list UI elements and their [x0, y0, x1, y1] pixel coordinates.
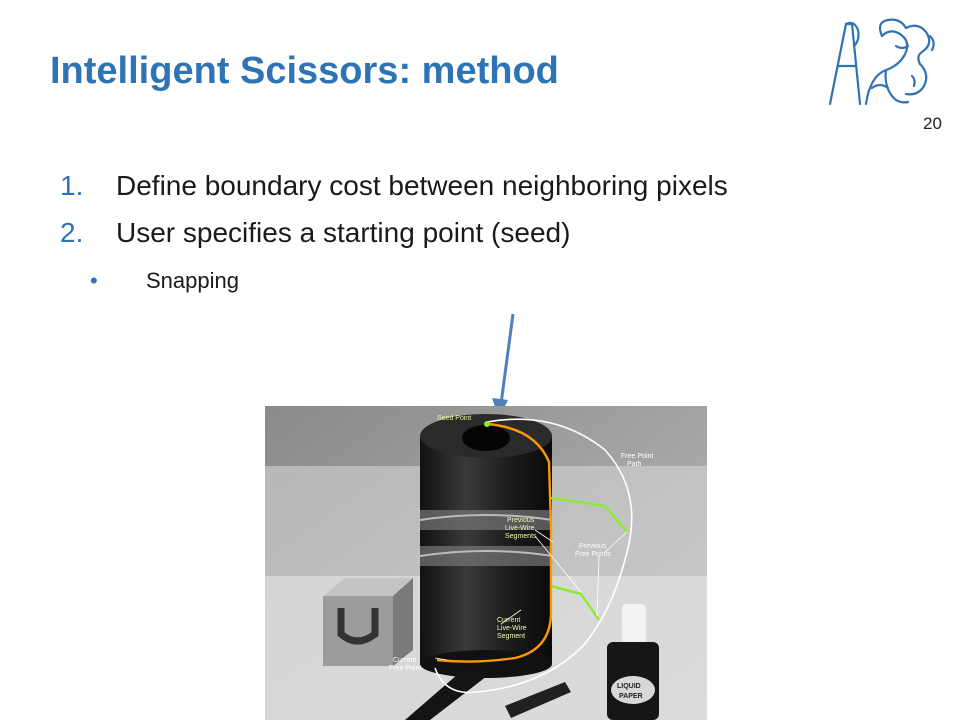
letter-block: [323, 578, 413, 666]
seed-point-label: Seed Point: [437, 415, 471, 422]
current-segment-label-3: Segment: [497, 633, 525, 640]
university-lion-logo: [828, 18, 935, 106]
previous-live-wire-segments: [550, 496, 628, 621]
page-number: 20: [923, 114, 942, 133]
liquid-paper-bottle: LIQUID PAPER: [607, 604, 659, 720]
live-wire-boundary: [436, 422, 553, 663]
current-free-point-label-2: Free Point: [389, 665, 421, 672]
sub-bullet-text: Snapping: [146, 268, 239, 293]
current-segment-label-2: Live-Wire: [497, 625, 527, 632]
list-item: 1. Define boundary cost between neighbori…: [50, 162, 728, 209]
bottle-label-line-1: LIQUID: [617, 683, 641, 690]
free-point-path-label-2: Path: [627, 461, 642, 468]
slide-title: Intelligent Scissors: method: [50, 50, 559, 92]
sub-bullet-item: • Snapping: [90, 268, 239, 294]
previous-segments-label-3: Segments: [505, 533, 537, 540]
free-point-path-label-1: Free Point: [621, 453, 653, 460]
current-free-point-label-1: Current: [393, 657, 416, 664]
seed-point-marker: [484, 421, 490, 427]
intelligent-scissors-example-image: LIQUID PAPER Seed Point Previous Live-Wi…: [265, 406, 707, 720]
numbered-list: 1. Define boundary cost between neighbori…: [50, 162, 728, 256]
pocket-knife: [405, 668, 571, 720]
previous-free-points-label-1: Previous: [579, 543, 607, 550]
list-item: 2. User specifies a starting point (seed): [50, 209, 728, 256]
free-point-path: [434, 418, 633, 694]
previous-segments-label-1: Previous: [507, 517, 535, 524]
list-item-number: 1.: [60, 170, 84, 201]
list-item-text: Define boundary cost between neighboring…: [116, 170, 728, 201]
black-cylinder: [419, 414, 553, 678]
list-item-text: User specifies a starting point (seed): [116, 217, 571, 248]
previous-segments-label-2: Live-Wire: [505, 525, 535, 532]
current-segment-label-1: Current: [497, 617, 520, 624]
previous-free-points-label-2: Free Points: [575, 551, 611, 558]
bullet-icon: •: [90, 268, 98, 293]
bottle-label-line-2: PAPER: [619, 693, 643, 700]
list-item-number: 2.: [60, 217, 84, 248]
